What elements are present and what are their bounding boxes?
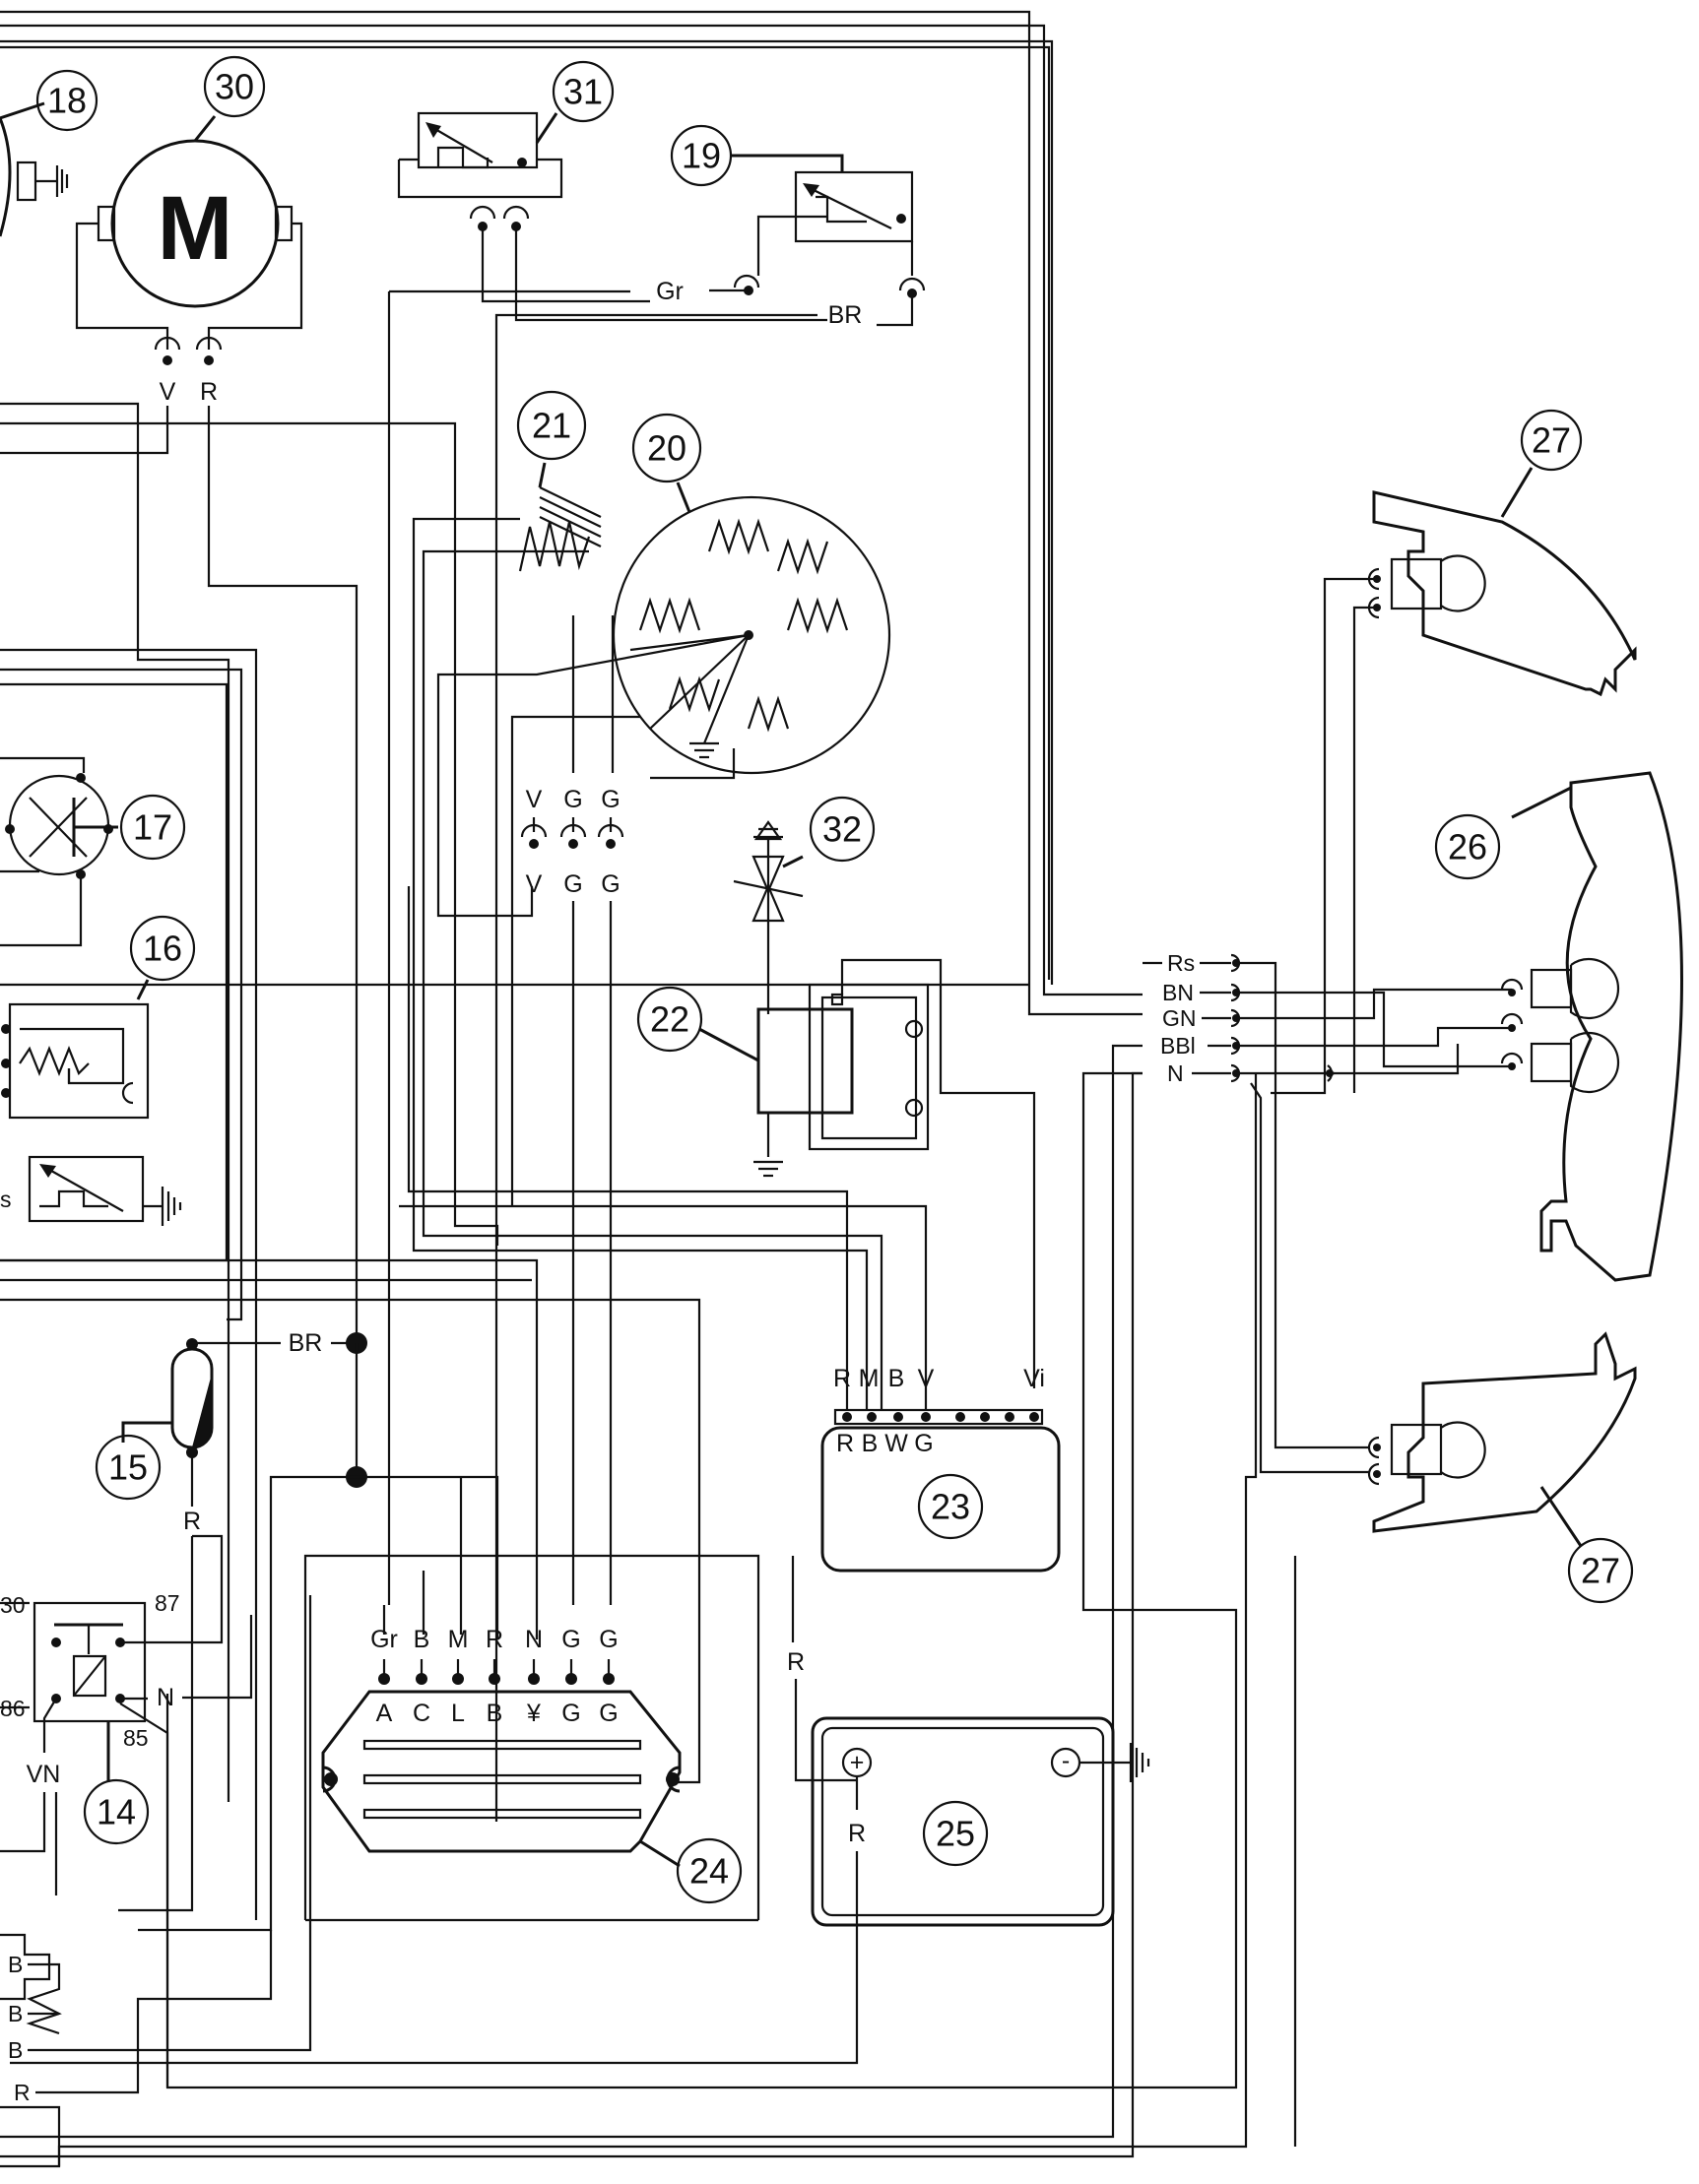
component-19: 19 Gr BR xyxy=(387,124,926,1822)
reg-bottom-b: B xyxy=(487,1700,503,1727)
label-21: 21 xyxy=(532,406,571,446)
reg-bottom-a: A xyxy=(376,1700,393,1727)
label-18: 18 xyxy=(47,81,87,121)
left-edge-r: R xyxy=(14,2080,31,2105)
reg-top-n: N xyxy=(525,1626,543,1653)
left-edge-b1: B xyxy=(8,1952,23,1977)
component-25-battery: R + - 25 R xyxy=(10,1556,1150,2065)
component-16: 16 xyxy=(1,915,196,1120)
conn-n: N xyxy=(1167,1060,1184,1086)
cdi-bottom-g: G xyxy=(914,1430,933,1457)
cdi-top-v: V xyxy=(918,1365,935,1392)
label-31: 31 xyxy=(563,72,603,112)
stator-top-g2: G xyxy=(601,786,620,813)
component-27-bottom-lamp: 27 xyxy=(1367,1331,1637,1604)
cdi-bottom-w: W xyxy=(884,1430,908,1457)
stator-bottom-v: V xyxy=(526,870,543,898)
label-19: 19 xyxy=(682,136,721,176)
horn-wire-br: BR xyxy=(289,1329,323,1357)
frame-wires xyxy=(0,10,1297,2166)
relay-pin-30: 30 xyxy=(0,1592,26,1618)
motor-symbol: M xyxy=(158,178,233,279)
battery-wire-r: R xyxy=(787,1648,805,1676)
conn-rs: Rs xyxy=(1167,950,1195,976)
reg-top-g1: G xyxy=(561,1626,580,1653)
reg-top-b: B xyxy=(414,1626,430,1653)
component-20-stator: 20 V G G V G G xyxy=(436,413,891,1605)
left-edge-b3: B xyxy=(8,2037,23,2063)
cdi-top-r: R xyxy=(833,1365,851,1392)
reg-bottom-l: L xyxy=(451,1700,465,1727)
component-24-regulator: Gr B M R N G G A C L B ¥ G G 24 xyxy=(303,1477,760,1922)
stator-bottom-g1: G xyxy=(563,870,582,898)
component-26-headlamp: 26 xyxy=(1434,771,1683,1282)
label-16: 16 xyxy=(143,929,182,969)
component-17: 17 xyxy=(0,756,186,947)
label-23: 23 xyxy=(931,1487,970,1527)
label-25: 25 xyxy=(936,1814,975,1854)
battery-plus-icon: + xyxy=(850,1749,865,1776)
relay-pin-87: 87 xyxy=(155,1590,180,1616)
wire-label-gr: Gr xyxy=(656,278,684,305)
motor-pin-v: V xyxy=(160,378,176,406)
junction-wires xyxy=(0,1258,701,1932)
label-26: 26 xyxy=(1448,827,1487,867)
component-31: 31 xyxy=(397,60,827,322)
component-30-motor: M 30 V R xyxy=(0,55,499,1802)
label-15: 15 xyxy=(108,1447,148,1488)
label-20: 20 xyxy=(647,428,686,469)
relay-pin-85: 85 xyxy=(123,1725,149,1751)
reg-top-gr: Gr xyxy=(370,1626,398,1653)
label-27-bottom: 27 xyxy=(1581,1551,1620,1591)
component-23-cdi: R M B V Vi R B W G 23 xyxy=(399,886,1061,1573)
relay-wire-vn: VN xyxy=(27,1761,61,1788)
left-edge-bottom: B B B R xyxy=(0,1595,312,2168)
wire-label-br: BR xyxy=(828,301,863,329)
reg-bottom-c: C xyxy=(413,1700,430,1727)
cdi-bottom-r: R xyxy=(836,1430,854,1457)
component-32-22: 32 22 xyxy=(636,796,1036,1388)
label-27-top: 27 xyxy=(1532,420,1571,461)
label-30: 30 xyxy=(215,67,254,107)
conn-bbl: BBl xyxy=(1160,1033,1196,1059)
sensor-left-wire: s xyxy=(0,1187,12,1212)
battery-minus-icon: - xyxy=(1062,1747,1070,1774)
reg-bottom-yen: ¥ xyxy=(526,1700,541,1727)
component-15-horn: BR R 15 xyxy=(95,1329,367,1912)
reg-top-m: M xyxy=(448,1626,469,1653)
component-14-relay: 30 87 86 85 N VN 14 xyxy=(0,1534,253,2088)
reg-top-r: R xyxy=(486,1626,503,1653)
conn-bn: BN xyxy=(1162,980,1194,1005)
reg-top-g2: G xyxy=(599,1626,618,1653)
stator-top-g1: G xyxy=(563,786,582,813)
cdi-top-b: B xyxy=(888,1365,905,1392)
cdi-bottom-b: B xyxy=(862,1430,879,1457)
component-21: 21 xyxy=(412,390,883,1410)
relay-wire-n: N xyxy=(157,1684,174,1711)
label-17: 17 xyxy=(133,807,172,848)
label-32: 32 xyxy=(822,809,862,850)
connector-right: Rs BN GN BBl N xyxy=(1143,950,1512,1474)
motor-pin-r: R xyxy=(200,378,218,406)
label-24: 24 xyxy=(689,1851,729,1892)
reg-bottom-g1: G xyxy=(561,1700,580,1727)
stator-bottom-g2: G xyxy=(601,870,620,898)
component-18: 18 xyxy=(0,69,98,237)
cdi-top-vi: Vi xyxy=(1023,1365,1045,1392)
left-edge-b2: B xyxy=(8,2001,23,2026)
component-27-top-lamp: 27 xyxy=(1271,409,1637,1095)
left-sensor: s xyxy=(0,1155,182,1226)
conn-gn: GN xyxy=(1162,1005,1197,1031)
stator-top-v: V xyxy=(526,786,543,813)
reg-bottom-g2: G xyxy=(599,1700,618,1727)
cdi-top-m: M xyxy=(859,1365,880,1392)
label-22: 22 xyxy=(650,999,689,1040)
label-14: 14 xyxy=(97,1792,136,1832)
battery-pos-r: R xyxy=(848,1820,866,1847)
horn-wire-r: R xyxy=(183,1508,201,1535)
